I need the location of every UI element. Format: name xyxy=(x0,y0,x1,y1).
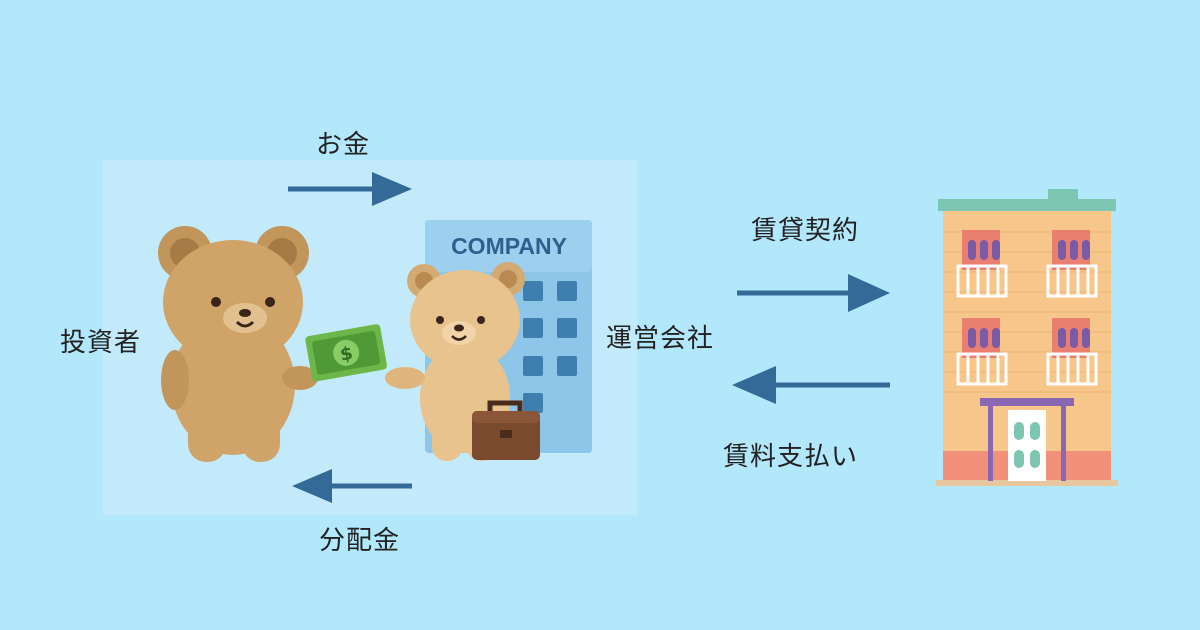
dollar-bill-icon: $ xyxy=(305,324,387,382)
apartment-building xyxy=(936,189,1118,486)
company-sign: COMPANY xyxy=(451,233,567,259)
dividend-arrow xyxy=(292,469,412,503)
briefcase-icon xyxy=(472,400,540,460)
dividend-label: 分配金 xyxy=(319,526,401,556)
investor-bear xyxy=(158,226,318,462)
investor-label: 投資者 xyxy=(60,328,142,358)
lease-contract-label: 賃貸契約 xyxy=(751,216,860,246)
money-label: お金 xyxy=(316,130,371,160)
money-arrow xyxy=(288,172,412,206)
operator-label: 運営会社 xyxy=(606,324,715,354)
rent-payment-arrow xyxy=(732,366,890,404)
lease-contract-arrow xyxy=(737,274,890,312)
rent-payment-label: 賃料支払い xyxy=(723,442,859,472)
operator-bear xyxy=(385,262,525,461)
svg-text:$: $ xyxy=(338,343,354,366)
